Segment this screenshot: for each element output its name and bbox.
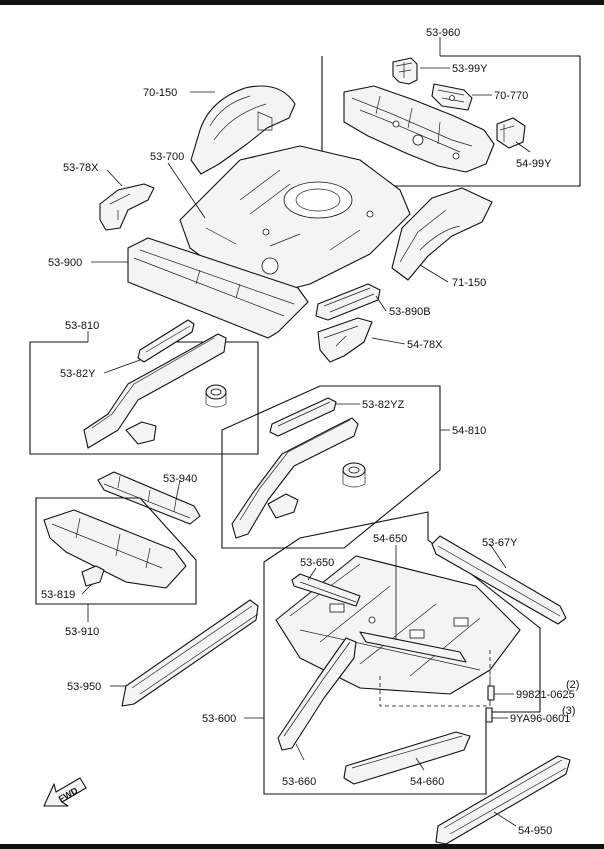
part-53-900 xyxy=(127,237,309,339)
box-53-600 xyxy=(263,511,541,795)
box-53-960 xyxy=(321,55,581,187)
part-53-700 xyxy=(179,145,411,295)
part-53-810-cup xyxy=(205,384,227,408)
label-53-82YZ: 53-82YZ xyxy=(362,399,404,411)
part-71-150 xyxy=(391,187,493,281)
box-54-810 xyxy=(221,385,441,549)
label-53-960: 53-960 xyxy=(426,27,460,39)
label-54-660: 54-660 xyxy=(410,776,444,788)
qty-99821-0625: (2) xyxy=(566,679,579,691)
label-53-99Y: 53-99Y xyxy=(452,63,488,75)
part-53-890B xyxy=(315,283,381,321)
part-54-810-cup xyxy=(342,462,366,488)
part-53-810-bracket xyxy=(125,421,157,445)
part-53-67Y xyxy=(431,535,567,625)
part-53-810-rail xyxy=(83,333,227,449)
part-53-82YZ xyxy=(269,397,337,437)
label-71-150: 71-150 xyxy=(452,277,486,289)
part-53-950 xyxy=(121,599,259,707)
box-53-910 xyxy=(35,497,197,605)
label-53-600: 53-600 xyxy=(202,713,236,725)
label-53-810: 53-810 xyxy=(65,320,99,332)
qty-9YA96-0601: (3) xyxy=(562,705,575,717)
label-9YA96-0601: 9YA96-0601 xyxy=(510,713,570,725)
group-54-810: 54-810 53-82YZ xyxy=(221,385,486,549)
group-53-960: 53-960 53-99Y 70-770 54-9 xyxy=(321,27,581,187)
group-53-600: 53-600 54-650 53-650 53- xyxy=(202,511,541,795)
part-54-650 xyxy=(359,631,467,663)
part-54-78X xyxy=(317,317,373,363)
label-53-950: 53-950 xyxy=(67,681,101,693)
part-54-950 xyxy=(435,755,571,845)
label-70-770: 70-770 xyxy=(494,90,528,102)
label-53-700: 53-700 xyxy=(150,151,184,163)
part-53-660 xyxy=(277,637,357,751)
part-53-82Y xyxy=(137,319,195,363)
label-53-910: 53-910 xyxy=(65,626,99,638)
label-54-950: 54-950 xyxy=(518,825,552,837)
part-53-78X xyxy=(99,183,155,231)
part-9YA96-0601 xyxy=(485,707,493,723)
label-53-819: 53-819 xyxy=(41,589,75,601)
group-53-910: 53-910 53-819 xyxy=(35,497,197,638)
part-53-940 xyxy=(97,471,201,525)
label-53-890B: 53-890B xyxy=(389,306,431,318)
part-54-810-bracket xyxy=(267,493,299,519)
label-99821-0625: 99821-0625 xyxy=(516,689,575,701)
top-border xyxy=(0,0,604,5)
part-54-810-rail xyxy=(231,417,359,539)
part-99821-0625 xyxy=(487,685,495,701)
part-70-770 xyxy=(431,83,473,111)
label-53-940: 53-940 xyxy=(163,473,197,485)
label-53-82Y: 53-82Y xyxy=(60,368,96,380)
label-70-150: 70-150 xyxy=(143,87,177,99)
part-53-99Y xyxy=(392,57,418,85)
label-54-78X: 54-78X xyxy=(407,339,443,351)
label-53-650: 53-650 xyxy=(300,557,334,569)
part-53-650 xyxy=(291,573,361,607)
fwd-arrow-icon: FWD xyxy=(43,777,87,807)
label-53-78X: 53-78X xyxy=(63,162,99,174)
part-53-819 xyxy=(81,565,105,587)
label-54-99Y: 54-99Y xyxy=(516,158,552,170)
label-53-67Y: 53-67Y xyxy=(482,537,518,549)
label-53-660: 53-660 xyxy=(282,776,316,788)
bottom-border xyxy=(0,844,604,849)
label-54-810: 54-810 xyxy=(452,425,486,437)
group-53-810: 53-810 53-82Y xyxy=(29,319,259,455)
box-53-810 xyxy=(29,341,259,455)
part-70-150 xyxy=(190,85,296,175)
label-53-900: 53-900 xyxy=(48,257,82,269)
part-54-99Y xyxy=(496,117,526,149)
part-54-660 xyxy=(343,731,471,785)
label-54-650: 54-650 xyxy=(373,533,407,545)
part-53-960-member xyxy=(343,85,495,173)
part-53-910-panel xyxy=(43,509,187,589)
